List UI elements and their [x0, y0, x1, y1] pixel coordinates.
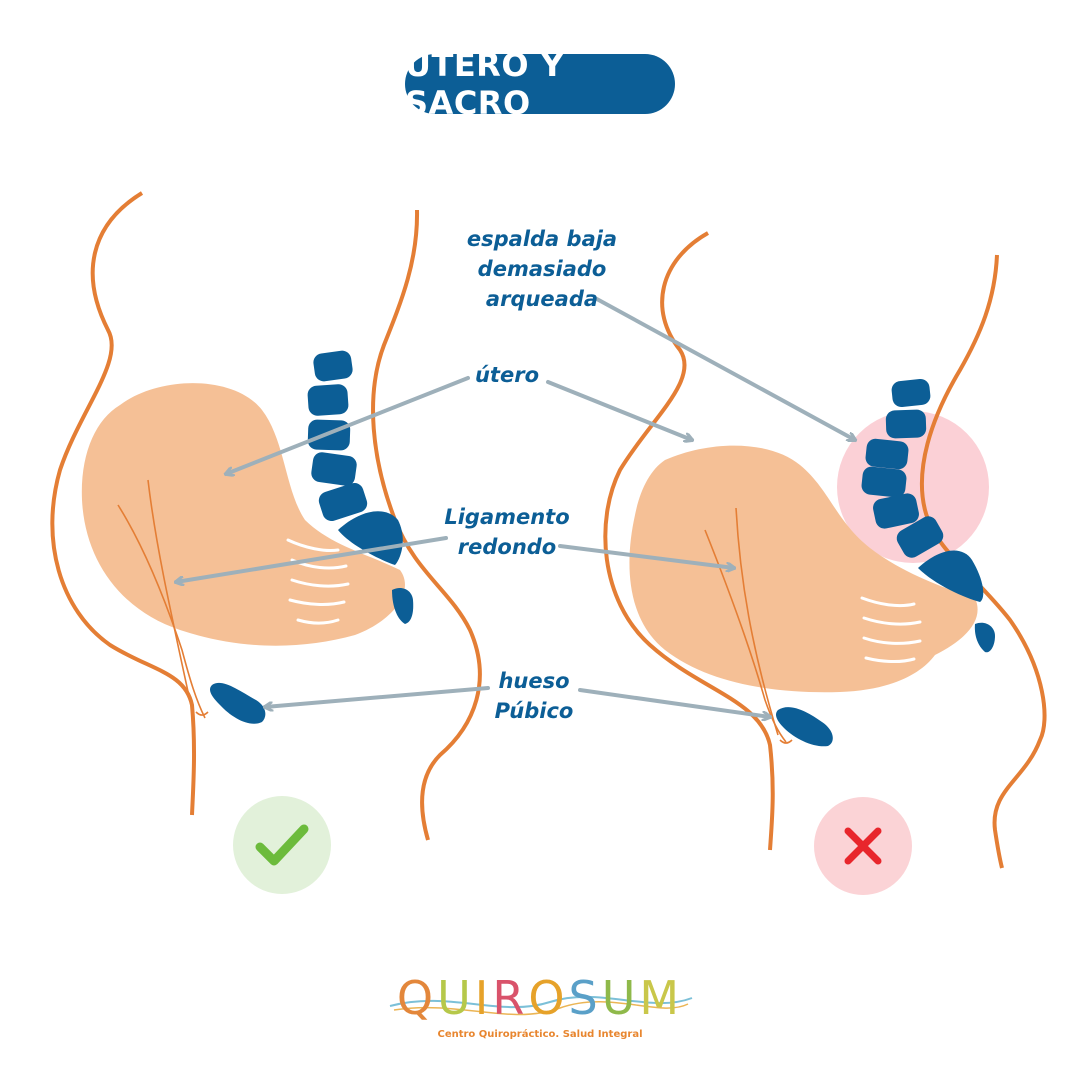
check-icon	[255, 824, 309, 866]
logo-letter: M	[639, 971, 684, 1025]
label-hueso-pubico: hueso Púbico	[486, 666, 582, 726]
left-uterus	[81, 383, 405, 646]
label-espalda-line-3: arqueada	[485, 287, 599, 311]
label-espalda-line-1: espalda baja	[466, 227, 618, 251]
logo-letter: R	[492, 971, 529, 1025]
label-espalda-baja: espalda baja demasiado arqueada	[462, 224, 622, 314]
title-pill: ÚTERO Y SACRO	[405, 46, 675, 122]
left-figure	[50, 191, 482, 841]
left-pubic-bone	[209, 682, 266, 724]
arrow-utero-right	[546, 380, 692, 440]
arrow-ligamento-left	[176, 536, 448, 582]
correct-badge	[233, 796, 331, 894]
left-front-outline	[50, 191, 197, 816]
right-uterus	[629, 445, 978, 693]
right-spine	[861, 378, 995, 653]
logo-letter: I	[474, 971, 493, 1025]
right-back-outline	[919, 254, 1047, 869]
cross-icon	[844, 827, 882, 865]
logo-tagline: Centro Quiropráctico. Salud Integral	[437, 1029, 643, 1040]
label-espalda-line-2: demasiado	[477, 257, 607, 281]
pointer-arrows	[176, 296, 855, 717]
logo-letter: Q	[396, 971, 438, 1025]
arrow-hueso-left	[265, 686, 490, 707]
arrow-utero-left	[226, 376, 470, 474]
label-ligamento-redondo: Ligamento redondo	[442, 502, 572, 562]
arrow-ligamento-right	[558, 544, 734, 568]
logo-letter: O	[528, 971, 569, 1025]
label-utero: útero	[462, 360, 552, 390]
label-utero-text: útero	[474, 363, 539, 387]
arrow-espalda	[593, 296, 855, 440]
logo-wordmark: QUIROSUM	[380, 970, 700, 1026]
right-pubic-bone	[776, 707, 833, 747]
label-ligamento-line-2: redondo	[457, 535, 557, 559]
logo-letter: U	[437, 971, 475, 1025]
label-hueso-line-1: hueso	[498, 669, 570, 693]
arrow-hueso-right	[578, 688, 770, 717]
page-title: ÚTERO Y SACRO	[405, 46, 565, 122]
quirosum-logo: QUIROSUM Centro Quiropráctico. Salud Int…	[380, 970, 700, 1050]
left-spine	[307, 350, 414, 624]
left-back-outline	[371, 209, 482, 841]
label-ligamento-line-1: Ligamento	[444, 505, 570, 529]
logo-letter: S	[568, 971, 602, 1025]
incorrect-badge	[814, 797, 912, 895]
label-hueso-line-2: Púbico	[494, 699, 574, 723]
logo-wave	[389, 995, 693, 1016]
left-round-ligament	[117, 479, 209, 719]
right-uterus-fibers	[860, 596, 922, 663]
logo-letter: U	[601, 971, 640, 1025]
right-figure	[603, 231, 1047, 869]
